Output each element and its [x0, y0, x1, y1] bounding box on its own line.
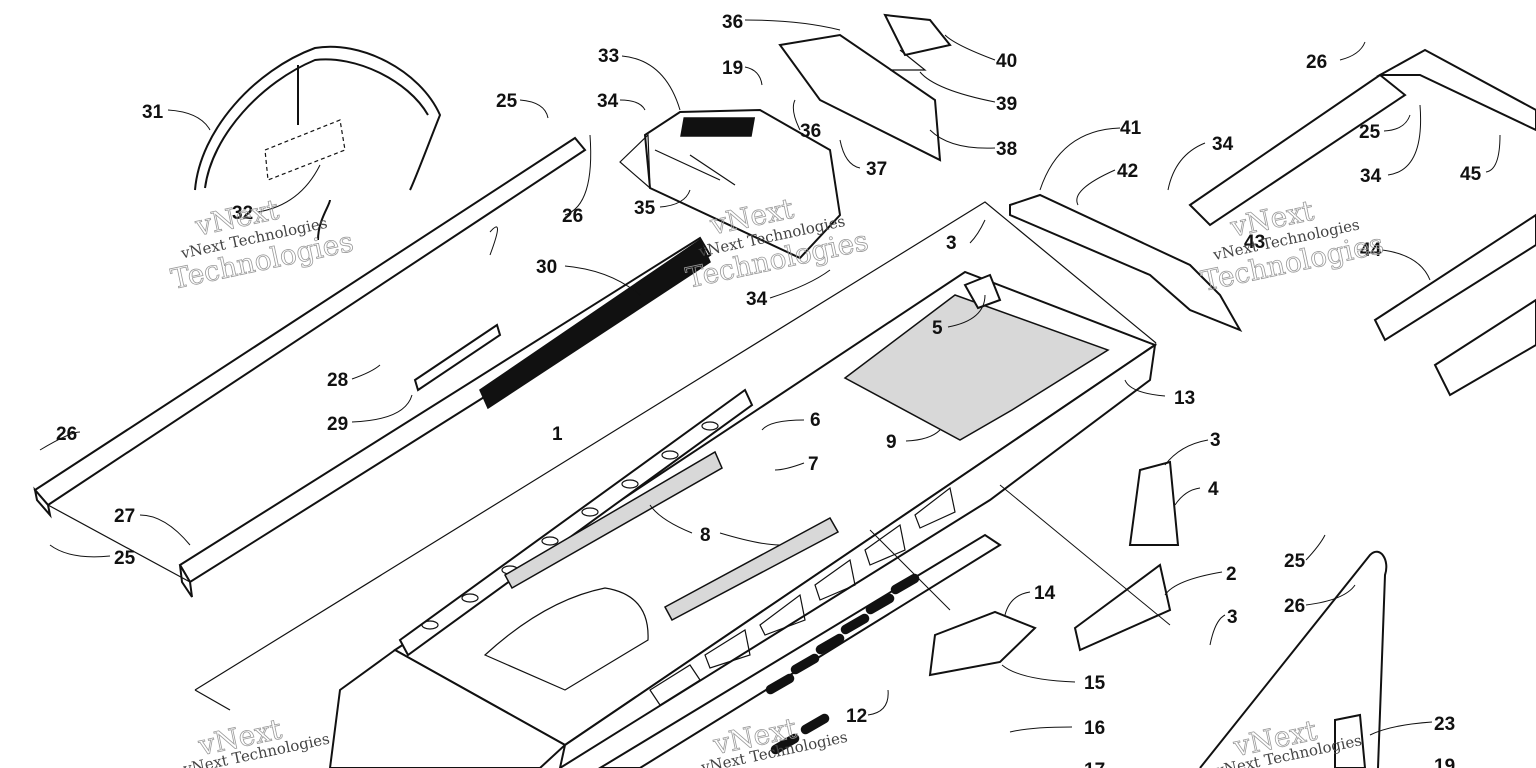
- callout-3: 3: [946, 233, 957, 254]
- storage-assembly: [778, 13, 952, 162]
- callout-9: 9: [886, 432, 897, 453]
- traction-strip-front: [503, 450, 723, 590]
- callout-36: 36: [722, 12, 743, 33]
- callout-32: 32: [232, 203, 253, 224]
- lower-handle: [1199, 550, 1388, 768]
- callout-26: 26: [1284, 596, 1305, 617]
- callout-25: 25: [496, 91, 518, 112]
- side-cutouts: [649, 486, 956, 706]
- callout-6: 6: [810, 410, 821, 431]
- callout-43: 43: [1244, 232, 1265, 253]
- callout-25: 25: [114, 548, 136, 569]
- callout-5: 5: [932, 318, 943, 339]
- callout-3: 3: [1210, 430, 1221, 451]
- callout-25: 25: [1284, 551, 1306, 572]
- callout-26: 26: [562, 206, 583, 227]
- footrest: [928, 610, 1037, 677]
- callout-34: 34: [1212, 134, 1234, 155]
- grab-handle: [194, 45, 441, 191]
- callout-34: 34: [746, 289, 768, 310]
- callout-45: 45: [1460, 164, 1482, 185]
- tunnel: [194, 201, 1158, 768]
- callout-39: 39: [996, 94, 1017, 115]
- traction-strip-rear: [663, 516, 840, 622]
- callout-30: 30: [536, 257, 557, 278]
- rear-bumper: [1188, 48, 1536, 397]
- callout-34: 34: [1360, 166, 1382, 187]
- bracket-2: [1073, 563, 1172, 652]
- callout-4: 4: [1208, 479, 1219, 500]
- callout-38: 38: [996, 139, 1017, 160]
- callout-17: 17: [1084, 760, 1105, 768]
- callout-28: 28: [327, 370, 348, 391]
- console: [619, 108, 842, 260]
- leader-lines: [39, 19, 1501, 736]
- callout-23: 23: [1434, 714, 1455, 735]
- callout-40: 40: [996, 51, 1017, 72]
- callout-8: 8: [700, 525, 711, 546]
- callout-26: 26: [56, 424, 77, 445]
- callout-42: 42: [1117, 161, 1138, 182]
- bracket-4: [1128, 460, 1180, 546]
- callouts: 1 2 3 3 3 4 5 6 7 8 9 12 13 14 15 16 17 …: [56, 12, 1482, 768]
- strip-29: [413, 323, 502, 392]
- grab-handle-inner: [204, 58, 429, 189]
- callout-12: 12: [846, 706, 867, 727]
- rear-pad: [843, 294, 1110, 441]
- callout-34: 34: [597, 91, 619, 112]
- callout-37: 37: [866, 159, 887, 180]
- callout-35: 35: [634, 198, 656, 219]
- callout-7: 7: [808, 454, 819, 475]
- callout-41: 41: [1120, 118, 1142, 139]
- callout-26: 26: [1306, 52, 1327, 73]
- callout-33: 33: [598, 46, 619, 67]
- callout-15: 15: [1084, 673, 1106, 694]
- callout-27: 27: [114, 506, 135, 527]
- callout-13: 13: [1174, 388, 1195, 409]
- callout-29: 29: [327, 414, 348, 435]
- callout-1: 1: [552, 424, 563, 445]
- running-board-louvers: [765, 573, 920, 755]
- callout-36: 36: [800, 121, 821, 142]
- callout-2: 2: [1226, 564, 1237, 585]
- callout-14: 14: [1034, 583, 1056, 604]
- callout-16: 16: [1084, 718, 1105, 739]
- callout-25: 25: [1359, 122, 1381, 143]
- rear-flap: [1009, 193, 1243, 332]
- callout-19: 19: [1434, 756, 1455, 768]
- callout-3: 3: [1227, 607, 1238, 628]
- callout-31: 31: [142, 102, 164, 123]
- callout-44: 44: [1360, 240, 1382, 261]
- callout-19: 19: [722, 58, 743, 79]
- bracket-5: [963, 273, 1002, 310]
- side-decal: [479, 238, 711, 410]
